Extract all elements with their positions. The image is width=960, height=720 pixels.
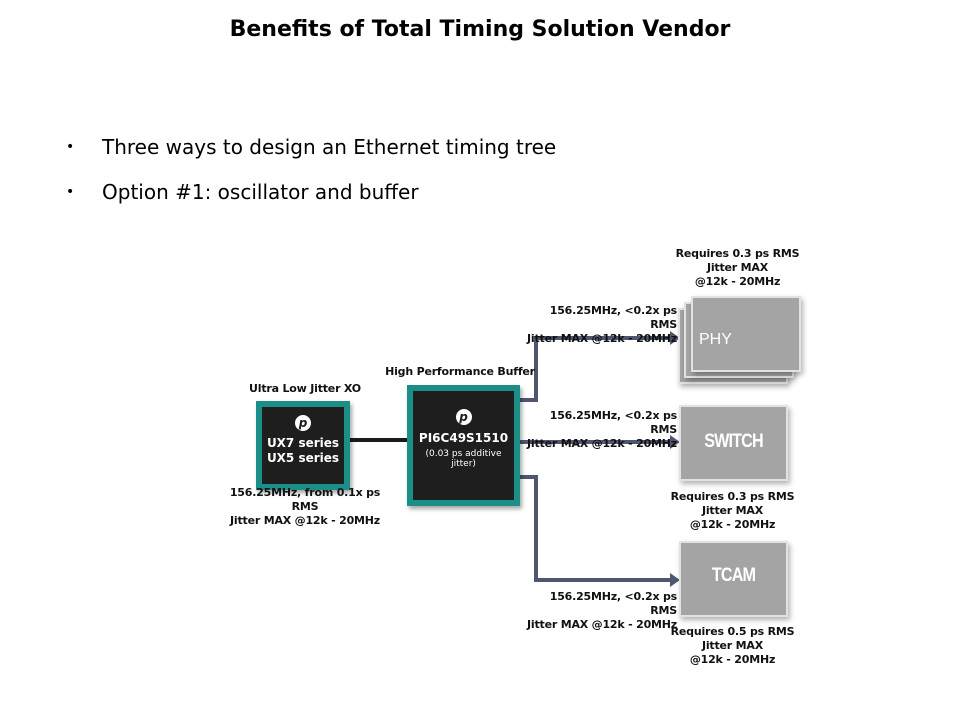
branch-label-line: Jitter MAX @12k - 20MHz [527,618,677,631]
xo-series-2: UX5 series [266,451,340,465]
xo-label: Ultra Low Jitter XO [249,382,361,395]
buffer-chip: p PI6C49S1510 (0.03 ps additive jitter) [407,385,520,506]
xo-caption-line: Jitter MAX @12k - 20MHz [230,514,380,527]
requirement-line: @12k - 20MHz [689,518,776,531]
requirement-line: @12k - 20MHz [689,653,776,666]
tcam-box: TCAM [679,541,788,617]
requirement-line: Requires 0.5 ps RMS [670,625,795,638]
branch-line-tcam [519,475,672,582]
xo-caption: 156.25MHz, from 0.1x ps RMS Jitter MAX @… [215,486,395,528]
xo-caption-line: 156.25MHz, from 0.1x ps RMS [229,486,381,513]
pericom-logo-icon: p [455,409,472,425]
buffer-part-number: PI6C49S1510 [418,431,509,445]
bullet-dot-icon: • [66,184,75,200]
xo-series-1: UX7 series [266,436,340,450]
requirement-line: @12k - 20MHz [694,275,781,288]
branch-label-line: Jitter MAX @12k - 20MHz [527,437,677,450]
bullet-item: • Three ways to design an Ethernet timing… [66,133,556,161]
arrow-phy-icon [670,331,680,345]
switch-label: SWITCH [704,431,763,452]
xo-chip: p UX7 series UX5 series [256,401,350,490]
tcam-label: TCAM [711,565,756,586]
requirement-line: Jitter MAX [706,261,769,274]
branch-label-switch: 156.25MHz, <0.2x ps RMS Jitter MAX @12k … [520,409,677,451]
branch-label-line: 156.25MHz, <0.2x ps RMS [549,304,677,331]
requirement-line: Requires 0.3 ps RMS [670,490,795,503]
branch-label-line: Jitter MAX @12k - 20MHz [527,332,677,345]
phy-box: PHY [691,296,801,372]
branch-label-phy: 156.25MHz, <0.2x ps RMS Jitter MAX @12k … [520,304,677,346]
bullet-dot-icon: • [66,139,75,155]
arrow-switch-icon [670,435,680,449]
tcam-requirement: Requires 0.5 ps RMS Jitter MAX @12k - 20… [660,625,805,667]
switch-requirement: Requires 0.3 ps RMS Jitter MAX @12k - 20… [660,490,805,532]
branch-line-phy [519,336,672,402]
bullet-text: Three ways to design an Ethernet timing … [102,135,557,159]
buffer-label: High Performance Buffer [385,365,535,378]
bullet-item: • Option #1: oscillator and buffer [66,178,419,206]
branch-label-line: 156.25MHz, <0.2x ps RMS [549,409,677,436]
requirement-line: Jitter MAX [701,504,764,517]
slide-title: Benefits of Total Timing Solution Vendor [229,17,731,42]
branch-label-line: 156.25MHz, <0.2x ps RMS [549,590,677,617]
buffer-note: (0.03 ps additive jitter) [425,449,502,469]
phy-requirement: Requires 0.3 ps RMS Jitter MAX @12k - 20… [665,247,810,289]
requirement-line: Requires 0.3 ps RMS [675,247,800,260]
pericom-logo-icon: p [295,415,311,431]
phy-label: PHY [699,331,732,348]
bullet-text: Option #1: oscillator and buffer [102,180,419,204]
switch-box: SWITCH [679,405,788,481]
branch-label-tcam: 156.25MHz, <0.2x ps RMS Jitter MAX @12k … [520,590,677,632]
arrow-tcam-icon [670,573,680,587]
requirement-line: Jitter MAX [701,639,764,652]
